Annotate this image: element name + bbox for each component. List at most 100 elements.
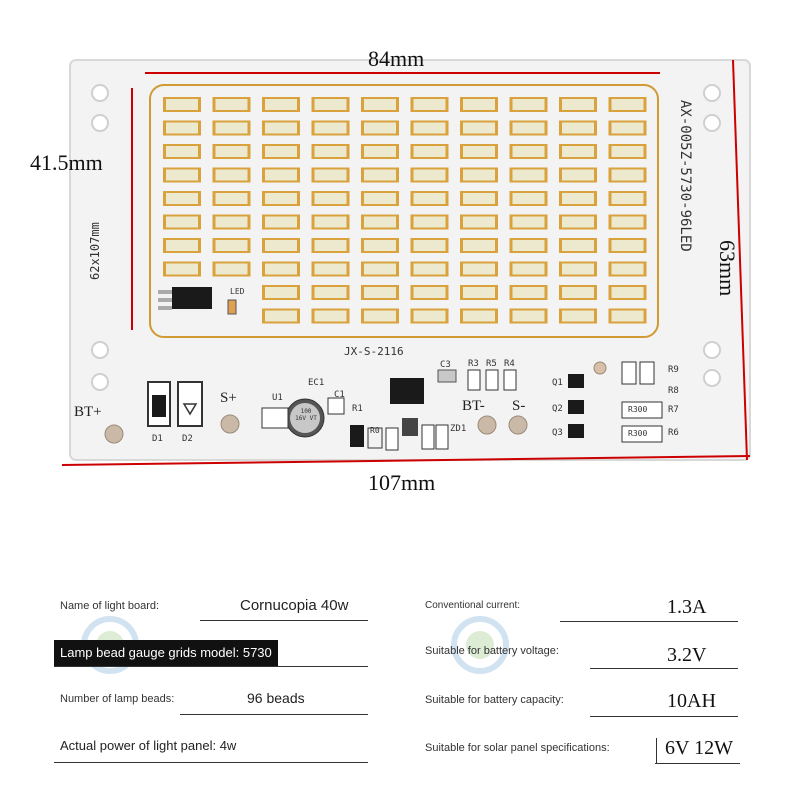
led-bead-lens	[611, 99, 644, 110]
label-s-plus: S+	[220, 390, 237, 406]
mounting-holes	[91, 84, 721, 391]
led-bead-lens	[562, 146, 594, 157]
spec-value-bead-count: 96 beads	[247, 690, 305, 706]
led-bead-lens	[265, 146, 297, 157]
led-bead-lens	[562, 216, 594, 228]
dimension-line-right	[732, 59, 748, 461]
led-bead-lens	[611, 193, 644, 204]
led-bead-lens	[611, 263, 644, 275]
capacitor-marking: 100 16V VT	[295, 408, 317, 422]
led-bead-lens	[314, 169, 347, 181]
led-bead-lens	[413, 310, 446, 322]
led-bead-lens	[364, 99, 396, 110]
label-r7: R7	[668, 405, 679, 415]
led-bead-lens	[611, 216, 644, 228]
label-q1: Q1	[552, 378, 563, 388]
led-bead-lens	[413, 240, 446, 251]
led-grid	[163, 97, 647, 324]
ic-led-driver	[172, 287, 212, 309]
led-bead-lens	[265, 287, 297, 298]
led-bead-lens	[265, 193, 297, 204]
led-bead-lens	[166, 169, 198, 181]
label-u1: U1	[272, 393, 283, 403]
spec-underline	[590, 668, 738, 669]
led-bead-lens	[463, 99, 495, 110]
led-bead-lens	[215, 169, 248, 181]
led-bead-lens	[463, 122, 495, 134]
led-bead-lens	[562, 122, 594, 134]
led-bead-lens	[166, 240, 198, 251]
spec-label-actual-power: Actual power of light panel: 4w	[60, 738, 237, 753]
label-led: LED	[230, 287, 245, 296]
led-bead-lens	[611, 122, 644, 134]
led-bead-lens	[265, 310, 297, 322]
label-bt-plus: BT+	[74, 404, 102, 420]
led-bead-lens	[314, 146, 347, 157]
led-bead-lens	[364, 216, 396, 228]
led-bead-lens	[611, 146, 644, 157]
spec-value-battery-capacity: 10AH	[667, 690, 716, 712]
dimension-height-label: 63mm	[715, 240, 740, 297]
silk-board-size: 62x107mm	[88, 222, 102, 280]
led-bead-lens	[215, 263, 248, 275]
spec-label-current: Conventional current:	[425, 600, 521, 611]
spec-underline	[200, 620, 368, 621]
led-bead-lens	[364, 310, 396, 322]
label-r9: R9	[668, 365, 679, 375]
led-bead-lens	[314, 263, 347, 275]
label-ec1: EC1	[308, 378, 325, 388]
led-bead-lens	[512, 99, 545, 110]
label-r300-b: R300	[628, 429, 648, 438]
spec-label-solar-panel: Suitable for solar panel specifications:	[425, 742, 610, 754]
led-bead-lens	[215, 122, 248, 134]
led-bead-lens	[413, 263, 446, 275]
watermark-logo-right	[451, 616, 509, 674]
led-bead-lens	[463, 193, 495, 204]
led-bead-lens	[562, 287, 594, 298]
spec-value-battery-voltage: 3.2V	[667, 644, 707, 666]
pad-s-minus	[508, 415, 528, 435]
led-bead-lens	[512, 193, 545, 204]
led-bead-lens	[314, 99, 347, 110]
spec-label-battery-capacity: Suitable for battery capacity:	[425, 694, 564, 706]
led-bead-lens	[413, 216, 446, 228]
label-q2: Q2	[552, 404, 563, 414]
spec-underline	[54, 762, 368, 763]
led-bead-lens	[166, 193, 198, 204]
led-bead-lens	[562, 310, 594, 322]
silk-code: JX-S-2116	[344, 345, 404, 358]
led-bead-lens	[314, 287, 347, 298]
led-bead-lens	[314, 216, 347, 228]
led-bead-lens	[562, 193, 594, 204]
led-bead-lens	[364, 287, 396, 298]
label-d2: D2	[182, 434, 193, 444]
led-bead-lens	[314, 310, 347, 322]
led-area-frame	[149, 84, 659, 338]
led-bead-lens	[413, 146, 446, 157]
led-bead-lens	[166, 146, 198, 157]
led-bead-lens	[463, 240, 495, 251]
dimension-line-bottom	[61, 455, 751, 466]
led-bead-lens	[265, 240, 297, 251]
spec-divider	[656, 738, 657, 764]
led-bead-lens	[512, 169, 545, 181]
led-bead-lens	[562, 240, 594, 251]
silk-model: AX-005Z-5730-96LED	[677, 100, 693, 252]
dimension-led-height-label: 41.5mm	[30, 150, 103, 175]
led-bead-lens	[364, 193, 396, 204]
spec-value-board-name: Cornucopia 40w	[240, 597, 349, 614]
led-bead-lens	[166, 122, 198, 134]
led-bead-lens	[413, 193, 446, 204]
led-bead-lens	[611, 310, 644, 322]
led-bead-lens	[166, 99, 198, 110]
spec-underline	[655, 763, 740, 764]
led-bead-lens	[215, 99, 248, 110]
led-bead-lens	[463, 310, 495, 322]
led-bead-lens	[512, 263, 545, 275]
led-bead-lens	[413, 287, 446, 298]
dimension-length-label: 107mm	[368, 470, 436, 495]
spec-label-bead-model: Lamp bead gauge grids model: 5730	[54, 640, 278, 666]
led-bead-lens	[413, 122, 446, 134]
led-bead-lens	[215, 240, 248, 251]
spec-underline	[180, 714, 368, 715]
